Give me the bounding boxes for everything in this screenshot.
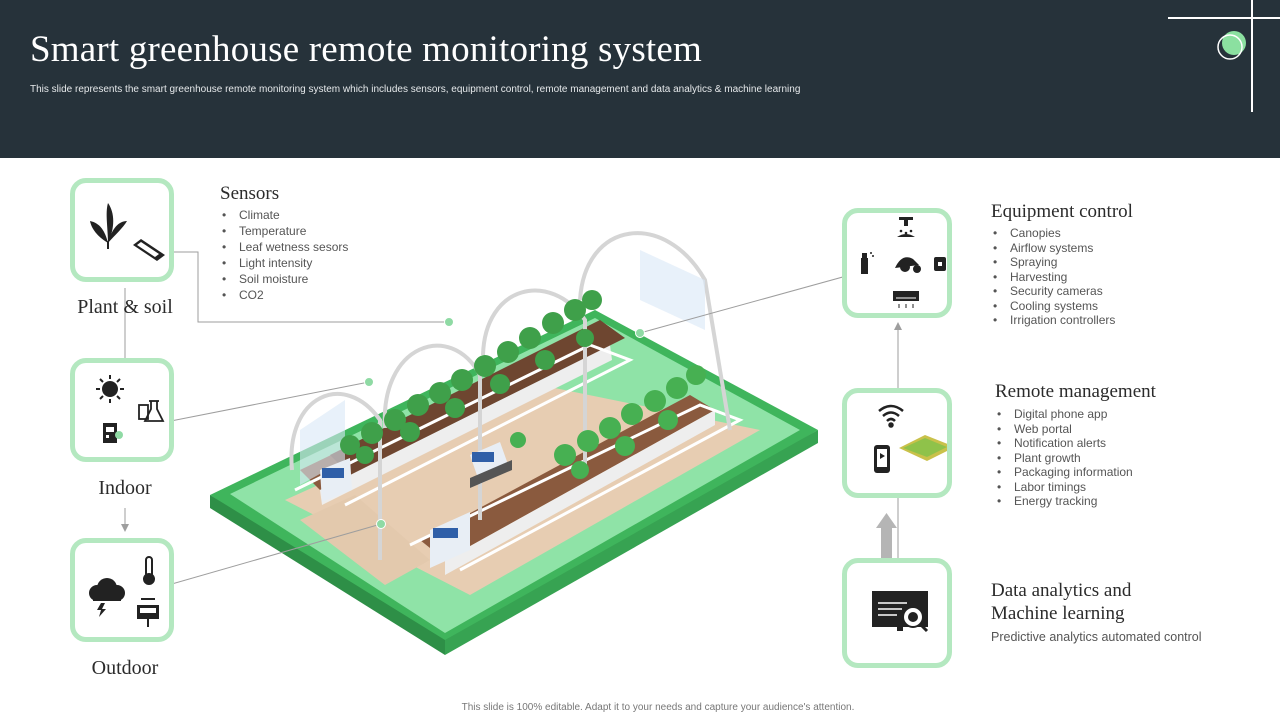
- footer-note: This slide is 100% editable. Adapt it to…: [461, 702, 855, 713]
- data-analytics-description: Predictive analytics automated control: [991, 630, 1202, 644]
- list-item: Web portal: [995, 422, 1133, 437]
- data-analytics-heading-line2: Machine learning: [991, 603, 1125, 624]
- spray-bottle-icon: [861, 252, 874, 274]
- indoor-label: Indoor: [98, 477, 152, 499]
- list-item: Soil moisture: [220, 271, 348, 287]
- weather-station-icon: [137, 598, 159, 627]
- smartphone-icon: [874, 445, 890, 473]
- equipment-control-list: Canopies Airflow systems Spraying Harves…: [991, 226, 1115, 328]
- list-item: Irrigation controllers: [991, 313, 1115, 328]
- harvester-icon: [895, 257, 921, 273]
- list-item: Leaf wetness sesors: [220, 239, 348, 255]
- leaves-icon: [90, 203, 127, 249]
- lock-icon: [934, 257, 946, 271]
- corner-decoration-icon: [1168, 0, 1280, 112]
- sun-icon: [96, 375, 124, 403]
- list-item: Plant growth: [995, 451, 1133, 466]
- list-item: Temperature: [220, 223, 348, 239]
- thermometer-icon: [143, 556, 155, 585]
- control-panel-icon: [103, 423, 123, 443]
- list-item: Light intensity: [220, 255, 348, 271]
- list-item: Cooling systems: [991, 299, 1115, 314]
- list-item: Digital phone app: [995, 407, 1133, 422]
- header-banner: Smart greenhouse remote monitoring syste…: [0, 0, 1280, 158]
- plant-soil-label: Plant & soil: [77, 296, 173, 318]
- page-subtitle: This slide represents the smart greenhou…: [30, 84, 801, 95]
- indoor-box: [70, 358, 174, 462]
- wifi-icon: [878, 404, 904, 428]
- magnifier-icon: [902, 606, 929, 633]
- list-item: Notification alerts: [995, 436, 1133, 451]
- list-item: Labor timings: [995, 480, 1133, 495]
- list-item: CO2: [220, 287, 348, 303]
- list-item: Airflow systems: [991, 241, 1115, 256]
- list-item: Canopies: [991, 226, 1115, 241]
- list-item: Energy tracking: [995, 494, 1133, 509]
- data-analytics-heading-line1: Data analytics and: [991, 580, 1132, 601]
- list-item: Security cameras: [991, 284, 1115, 299]
- data-analytics-box: [842, 558, 952, 668]
- lab-flask-icon: [138, 400, 165, 422]
- page-title: Smart greenhouse remote monitoring syste…: [30, 29, 703, 70]
- plant-soil-box: [70, 178, 174, 282]
- equipment-control-heading: Equipment control: [991, 201, 1133, 222]
- outdoor-box: [70, 538, 174, 642]
- list-item: Spraying: [991, 255, 1115, 270]
- sprinkler-icon: [897, 217, 915, 237]
- greenhouse-model-icon: [899, 435, 947, 461]
- sensors-list: Climate Temperature Leaf wetness sesors …: [220, 207, 348, 303]
- remote-management-box: [842, 388, 952, 498]
- equipment-control-box: [842, 208, 952, 318]
- outdoor-label: Outdoor: [91, 657, 159, 679]
- storm-cloud-icon: [89, 578, 125, 617]
- soil-probe-icon: [133, 239, 165, 261]
- list-item: Harvesting: [991, 270, 1115, 285]
- remote-management-list: Digital phone app Web portal Notificatio…: [995, 407, 1133, 509]
- air-conditioner-icon: [893, 291, 919, 308]
- remote-management-heading: Remote management: [995, 381, 1156, 402]
- list-item: Climate: [220, 207, 348, 223]
- sensors-heading: Sensors: [220, 183, 280, 204]
- list-item: Packaging information: [995, 465, 1133, 480]
